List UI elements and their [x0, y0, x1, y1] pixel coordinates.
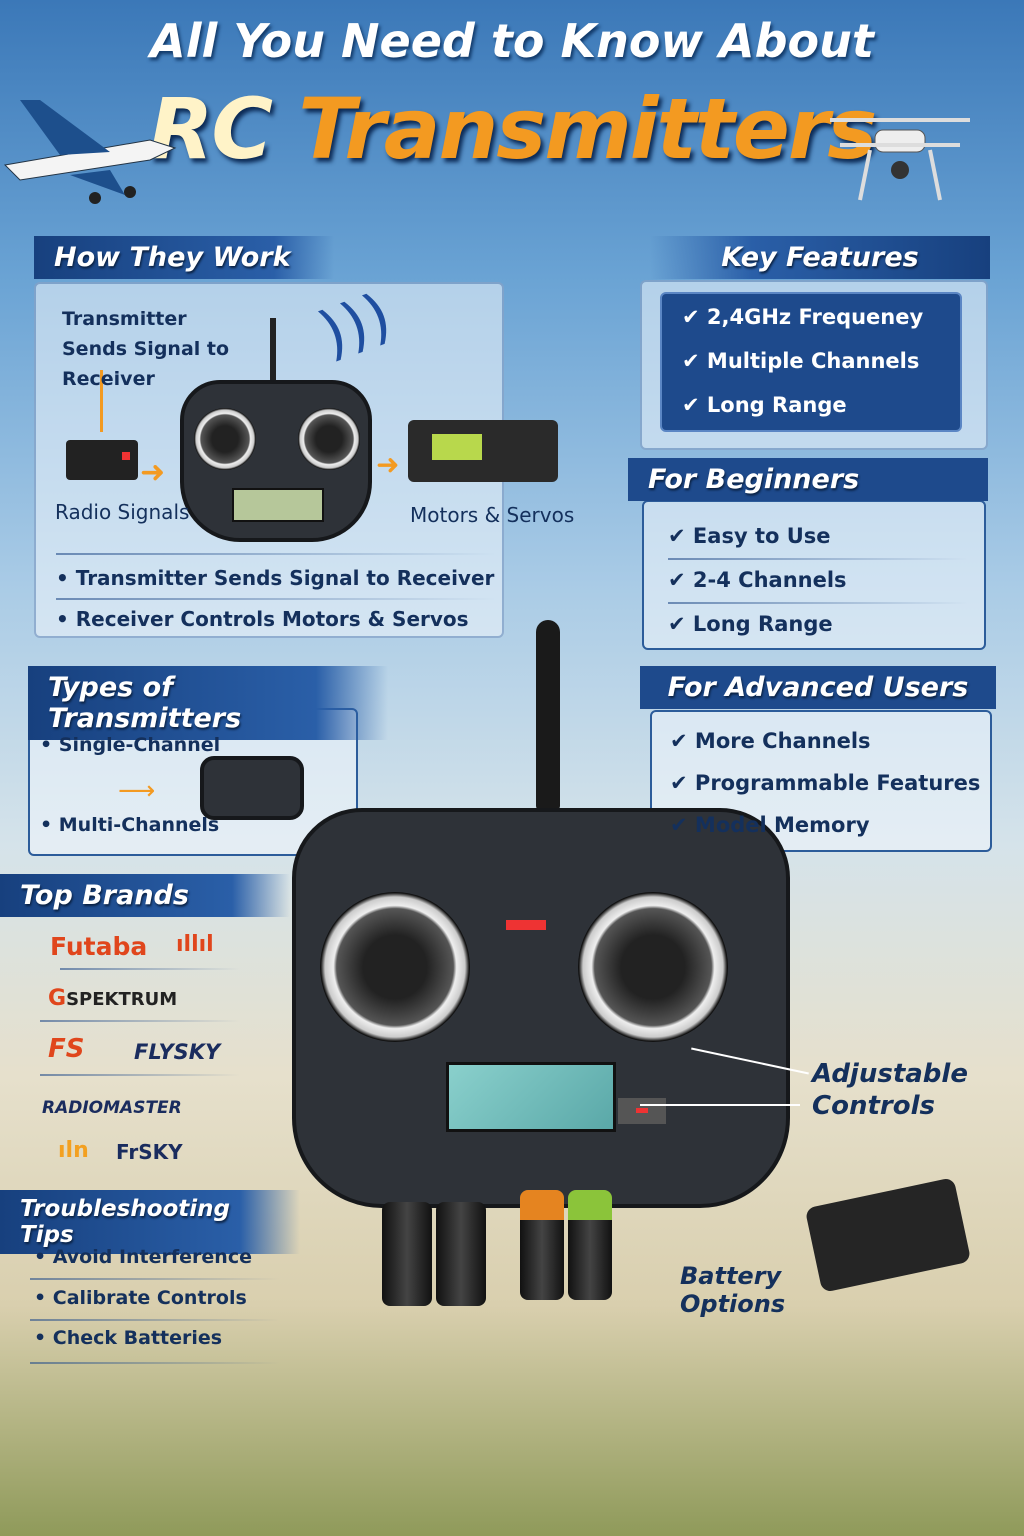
types-heading: Types of Transmitters: [28, 666, 388, 740]
battery-icon-1: [382, 1202, 432, 1306]
arrow-down-icon: [100, 370, 103, 432]
type-1-text: Single-Channel: [58, 734, 221, 756]
tip-3-text: Check Batteries: [52, 1327, 223, 1349]
receiver-icon: [66, 440, 138, 480]
drone-icon: [830, 118, 970, 201]
tip-3: • Check Batteries: [34, 1327, 223, 1349]
how-they-work-heading: How They Work: [34, 236, 334, 279]
radio-signals-label: Radio Signals: [55, 500, 190, 524]
type-2: • Multi-Channels: [40, 814, 220, 836]
beginner-1-text: Easy to Use: [692, 524, 831, 548]
advanced-3: ✔ Model Memory: [670, 813, 870, 837]
main-antenna-icon: [536, 620, 560, 810]
multi-channel-transmitter-icon: [200, 756, 304, 820]
beginners-panel: [642, 500, 986, 650]
beginner-3-text: Long Range: [692, 612, 833, 636]
tip-1-text: Avoid Interference: [52, 1246, 252, 1268]
fs-logo-icon: FS: [48, 1034, 85, 1064]
beginners-heading: For Beginners: [628, 458, 988, 501]
tip-2-text: Calibrate Controls: [52, 1287, 247, 1309]
key-feature-1-text: 2,4GHz Frequeney: [706, 305, 924, 329]
receiver-module-icon: [804, 1177, 972, 1293]
type-2-text: Multi-Channels: [58, 814, 220, 836]
battery-icon-4: [568, 1190, 612, 1300]
advanced-1: ✔ More Channels: [670, 729, 871, 753]
frsky-logo-icon: ıln: [58, 1138, 89, 1163]
key-feature-3: ✔ Long Range: [682, 393, 847, 417]
arrow-right-icon: ➜: [140, 455, 166, 490]
key-feature-1: ✔ 2,4GHz Frequeney: [682, 305, 924, 329]
brand-spektrum: GSPEKTRUM: [48, 986, 178, 1011]
how-bullet-1: • Transmitter Sends Signal to Receiver: [56, 566, 495, 590]
brand-spektrum-text: SPEKTRUM: [66, 989, 178, 1010]
adjustable-controls-callout: Adjustable Controls: [812, 1059, 968, 1121]
how-bullet-2: • Receiver Controls Motors & Servos: [56, 607, 469, 631]
type-1: • Single-Channel: [40, 734, 221, 756]
beginner-2-text: 2-4 Channels: [692, 568, 847, 592]
motor-servo-icon: [408, 420, 558, 482]
key-feature-3-text: Long Range: [706, 393, 847, 417]
title-transmitters: Transmitters: [298, 80, 877, 178]
antenna-icon: [270, 318, 276, 380]
key-feature-2: ✔ Multiple Channels: [682, 349, 920, 373]
advanced-3-text: Model Memory: [694, 813, 870, 837]
transmitter-small-icon: [180, 380, 372, 542]
how-bullet-2-text: Receiver Controls Motors & Servos: [75, 607, 469, 631]
brand-radiomaster: RADIOMASTER: [42, 1098, 182, 1118]
advanced-heading: For Advanced Users: [640, 666, 996, 709]
battery-icon-2: [436, 1202, 486, 1306]
tip-1: • Avoid Interference: [34, 1246, 252, 1268]
key-features-heading: Key Features: [650, 236, 990, 279]
futaba-logo-icon: ıllıl: [176, 932, 214, 957]
airplane-icon: [3, 100, 177, 204]
beginner-2: ✔ 2-4 Channels: [668, 568, 847, 592]
brand-frsky: FrSKY: [116, 1140, 183, 1164]
advanced-1-text: More Channels: [694, 729, 871, 753]
advanced-2-text: Programmable Features: [694, 771, 981, 795]
arrow-right-icon-3: ⟶: [118, 776, 156, 806]
main-transmitter-icon: [292, 808, 790, 1208]
key-features-box: [660, 292, 962, 432]
title-rc: RC: [148, 80, 273, 178]
battery-options-callout: Battery Options: [680, 1262, 786, 1318]
motors-servos-label: Motors & Servos: [410, 503, 575, 527]
tip-2: • Calibrate Controls: [34, 1287, 247, 1309]
arrow-right-icon-2: ➜: [376, 448, 400, 481]
brands-heading: Top Brands: [0, 874, 290, 917]
advanced-2: ✔ Programmable Features: [670, 771, 981, 795]
title-line-1: All You Need to Know About: [150, 14, 874, 68]
title-line-2: RC Transmitters: [0, 80, 1024, 178]
key-feature-2-text: Multiple Channels: [706, 349, 920, 373]
how-bullet-1-text: Transmitter Sends Signal to Receiver: [75, 566, 495, 590]
how-caption: Transmitter Sends Signal to Receiver: [62, 308, 230, 390]
battery-icon-3: [520, 1190, 564, 1300]
troubleshooting-heading: Troubleshooting Tips: [0, 1190, 300, 1254]
beginner-3: ✔ Long Range: [668, 612, 833, 636]
beginner-1: ✔ Easy to Use: [668, 524, 831, 548]
brand-futaba: Futaba: [50, 932, 148, 961]
brand-flysky: FLYSKY: [134, 1040, 221, 1064]
